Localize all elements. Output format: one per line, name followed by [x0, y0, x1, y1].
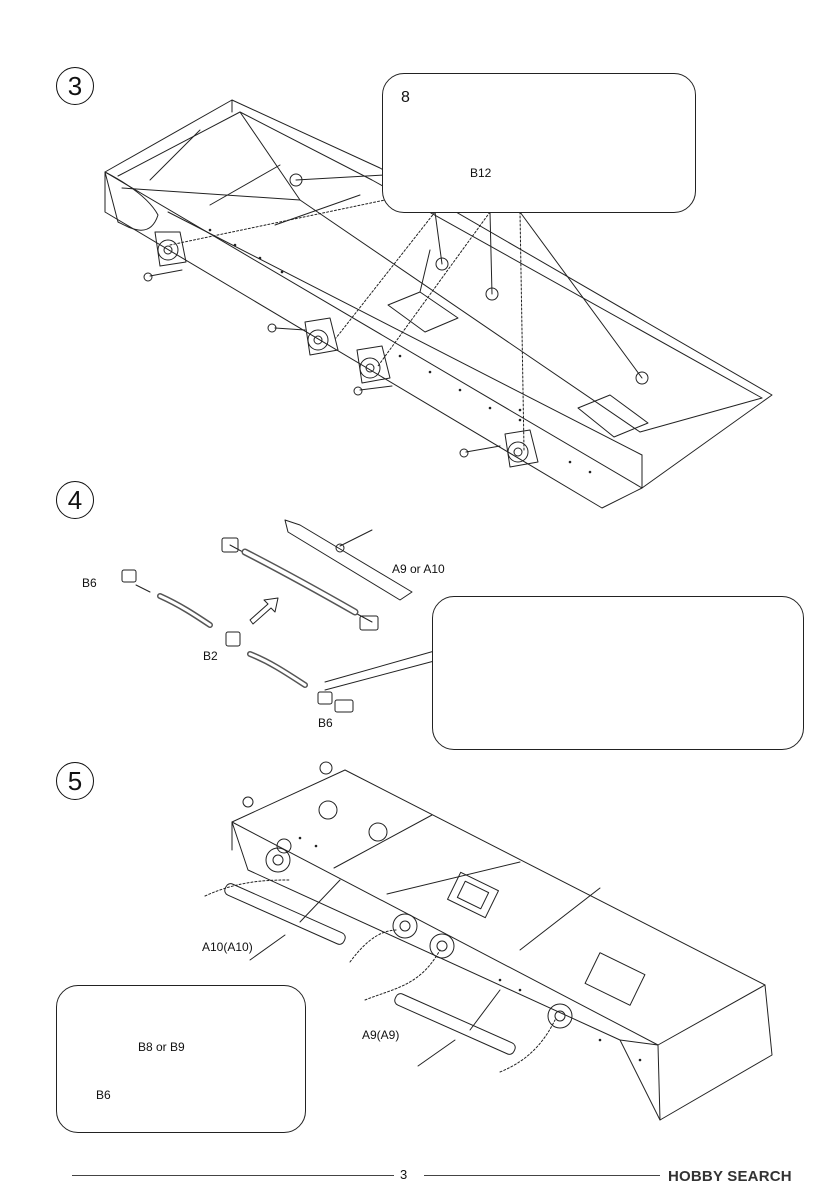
part-label-b6: B6 [96, 1088, 111, 1102]
step-3-number: 3 [56, 67, 94, 105]
step3-hull-drawing [104, 99, 773, 509]
hobby-search-watermark: HOBBY SEARCH [668, 1168, 792, 1185]
step5-drawing [204, 761, 773, 1121]
step-4-number: 4 [56, 481, 94, 519]
step-5-number: 5 [56, 762, 94, 800]
part-label-b12: B12 [470, 166, 492, 180]
part-label-b2: B2 [203, 649, 218, 663]
step3-detail-callout [382, 73, 696, 213]
step4-warning-callout [432, 596, 804, 750]
part-label-b6-top: B6 [82, 576, 97, 590]
sub-step-number: 8 [401, 89, 410, 106]
footer-rule-right [424, 1175, 660, 1176]
watermark-text: HOBBY SEARCH [668, 1168, 792, 1185]
part-label-a9: A9(A9) [362, 1028, 400, 1042]
part-label-a10: A10(A10) [202, 940, 253, 954]
footer-rule-left [72, 1175, 394, 1176]
step5-warning-callout [56, 985, 306, 1133]
page-number: 3 [400, 1167, 408, 1182]
part-label-a9-or-a10: A9 or A10 [392, 562, 445, 576]
part-label-b8-or-b9: B8 or B9 [138, 1040, 185, 1054]
part-label-b6-bottom: B6 [318, 716, 333, 730]
step4-drawing [121, 519, 439, 713]
